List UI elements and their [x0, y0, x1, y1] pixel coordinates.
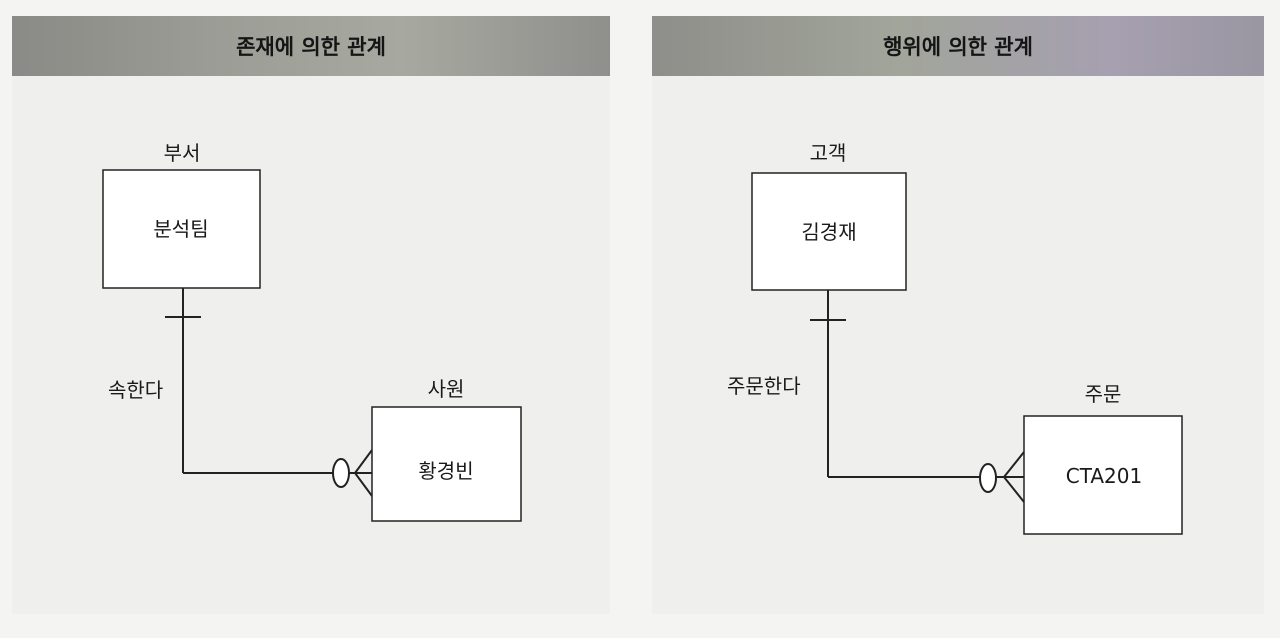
crowfoot-lower	[354, 472, 373, 497]
relationship-label: 주문한다	[727, 374, 801, 398]
child-entity-name: 주문	[1085, 382, 1122, 406]
parent-entity-name: 고객	[810, 141, 847, 165]
parent-entity-instance: 분석팀	[153, 217, 208, 241]
behavior-relationship-panel: 고객 김경재 주문한다 주문 CTA201 행위에 의한 관계	[652, 16, 1264, 614]
crowfoot-upper	[354, 449, 373, 474]
parent-entity-instance: 김경재	[801, 220, 856, 244]
existence-relationship-panel: 부서 분석팀 속한다 사원 황경빈 존재에 의한 관계	[12, 16, 610, 614]
child-entity-box	[1023, 415, 1183, 535]
child-entity-instance: CTA201	[1066, 464, 1142, 488]
child-entity-box	[371, 406, 522, 522]
panel-title: 행위에 의한 관계	[652, 16, 1264, 76]
child-entity-name: 사원	[428, 377, 465, 401]
crowfoot-lower	[1003, 476, 1025, 503]
optional-circle	[332, 458, 350, 488]
parent-entity-name: 부서	[164, 141, 201, 165]
crowfoot-upper	[1003, 451, 1025, 478]
parent-entity-box	[751, 172, 907, 291]
relationship-label: 속한다	[108, 378, 163, 402]
existence-relationship-diagram: 부서 분석팀 속한다 사원 황경빈	[102, 141, 522, 522]
optional-circle	[979, 463, 997, 493]
parent-entity-box	[102, 169, 261, 289]
behavior-relationship-diagram: 고객 김경재 주문한다 주문 CTA201	[727, 141, 1183, 535]
panel-title: 존재에 의한 관계	[12, 16, 610, 76]
child-entity-instance: 황경빈	[418, 459, 473, 483]
